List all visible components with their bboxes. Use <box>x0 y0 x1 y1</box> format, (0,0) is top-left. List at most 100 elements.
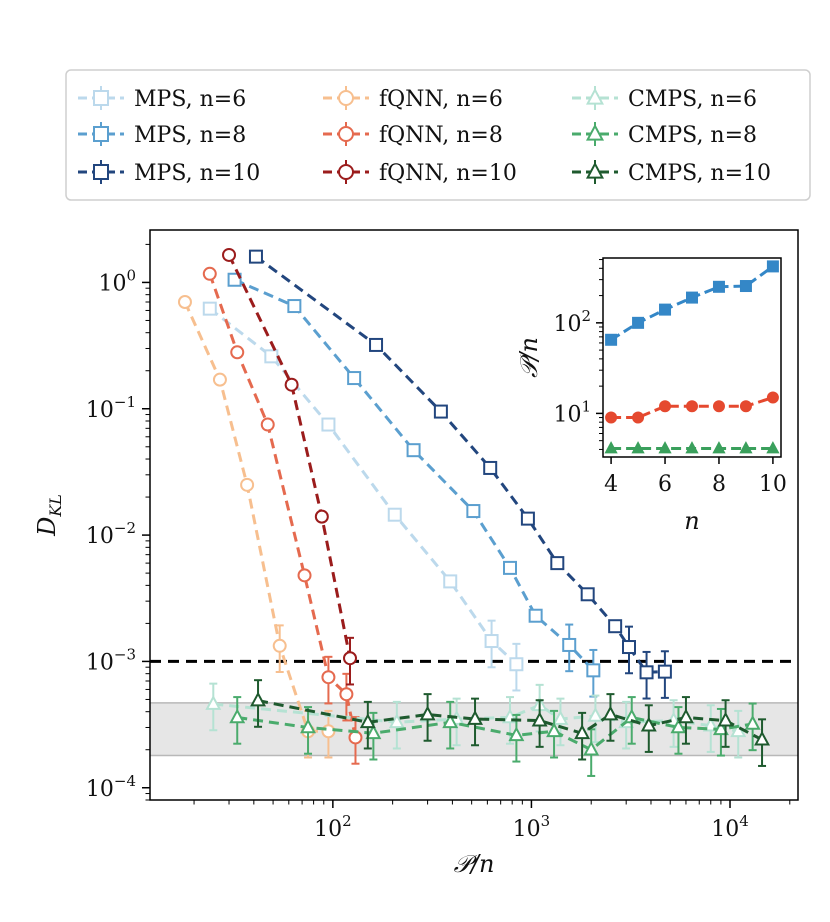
inset-x-tick-label: 10 <box>759 472 787 497</box>
data-point <box>388 713 405 729</box>
x-tick-label: 103 <box>513 812 551 842</box>
data-point <box>608 619 623 634</box>
series-fqnn-n6 <box>177 294 336 759</box>
data-point <box>586 663 601 678</box>
data-point <box>583 740 600 756</box>
data-point <box>248 249 263 264</box>
data-point <box>205 695 222 710</box>
inset-data-point <box>659 400 672 413</box>
data-point <box>359 713 376 729</box>
data-point <box>508 726 525 742</box>
legend-item-cmps-n10: CMPS, n=10 <box>572 160 771 186</box>
data-point <box>339 687 354 702</box>
inset-y-tick-label: 101 <box>553 397 591 427</box>
data-point <box>321 724 336 739</box>
data-point <box>640 716 657 732</box>
data-point <box>348 730 363 745</box>
data-point <box>754 730 771 746</box>
data-point <box>300 718 317 734</box>
inset-data-point <box>659 303 672 316</box>
legend-label: fQNN, n=6 <box>379 87 503 112</box>
data-point <box>744 714 761 730</box>
legend-label: fQNN, n=10 <box>379 161 517 186</box>
inset-data-point <box>712 441 726 454</box>
data-point <box>250 691 267 707</box>
data-point <box>520 511 535 526</box>
inset-data-point <box>685 441 699 454</box>
legend-marker <box>338 126 354 142</box>
inset-data-point <box>605 411 618 424</box>
data-point <box>369 337 384 352</box>
inset-data-point <box>686 291 698 304</box>
legend-label: fQNN, n=8 <box>379 123 503 148</box>
inset-y-axis-label: 𝒫/n <box>515 337 543 378</box>
data-point <box>546 722 563 738</box>
data-point <box>528 608 543 623</box>
y-tick-label: 10−4 <box>86 772 136 802</box>
legend-marker <box>93 126 109 142</box>
data-point <box>433 404 448 419</box>
data-point <box>552 710 569 725</box>
data-point <box>580 587 595 602</box>
data-point <box>240 477 255 492</box>
data-point <box>202 301 217 316</box>
data-point <box>230 345 245 360</box>
inset-data-point <box>658 441 672 454</box>
legend-marker <box>585 123 605 141</box>
data-point <box>670 718 687 734</box>
data-point <box>212 372 227 387</box>
inset-data-point <box>631 441 645 454</box>
data-point <box>574 724 591 740</box>
data-point <box>712 720 729 736</box>
data-point <box>387 507 402 522</box>
inset-series-mps <box>605 260 779 346</box>
data-point <box>314 509 329 524</box>
inset-series-cmps <box>604 441 780 454</box>
data-point <box>466 504 481 519</box>
inset-data-point <box>739 441 753 454</box>
data-point <box>406 443 421 458</box>
series-cmps-n8 <box>229 696 761 777</box>
plot-frame <box>149 229 799 801</box>
data-point <box>677 708 694 724</box>
data-point <box>202 266 217 281</box>
inset-data-point <box>766 391 779 404</box>
legend-label: MPS, n=6 <box>134 87 246 112</box>
series-fqnn-n10 <box>222 247 358 686</box>
legend-label: CMPS, n=6 <box>628 87 757 112</box>
data-point <box>343 651 358 666</box>
legend-item-mps-n8: MPS, n=8 <box>78 122 246 148</box>
data-point <box>623 708 640 724</box>
legend-item-cmps-n8: CMPS, n=8 <box>572 122 757 148</box>
legend-marker <box>585 87 605 105</box>
legend-label: CMPS, n=10 <box>628 161 771 186</box>
data-point <box>531 711 548 727</box>
series-line <box>227 254 352 659</box>
legend-marker <box>93 164 109 180</box>
legend-marker <box>338 90 354 106</box>
y-tick-label: 10−2 <box>86 519 136 549</box>
inset-data-point <box>712 280 725 293</box>
data-point <box>222 247 237 262</box>
inset-y-axis-label-text: 𝒫/n <box>515 337 543 378</box>
inset-series-fqnn <box>605 391 779 424</box>
data-point <box>419 705 436 721</box>
data-point <box>467 710 484 725</box>
inset-x-tick-label: 8 <box>712 472 726 497</box>
inset-x-axis-label: n <box>684 507 699 535</box>
legend-box <box>65 69 811 201</box>
legend-label: CMPS, n=8 <box>628 123 757 148</box>
legend-item-fqnn-n6: fQNN, n=6 <box>323 86 503 112</box>
data-point <box>717 711 734 727</box>
data-point <box>587 706 604 722</box>
data-point <box>287 299 302 314</box>
y-tick-label: 10−1 <box>86 393 136 423</box>
data-point <box>483 460 498 475</box>
legend-item-mps-n10: MPS, n=10 <box>78 160 260 186</box>
